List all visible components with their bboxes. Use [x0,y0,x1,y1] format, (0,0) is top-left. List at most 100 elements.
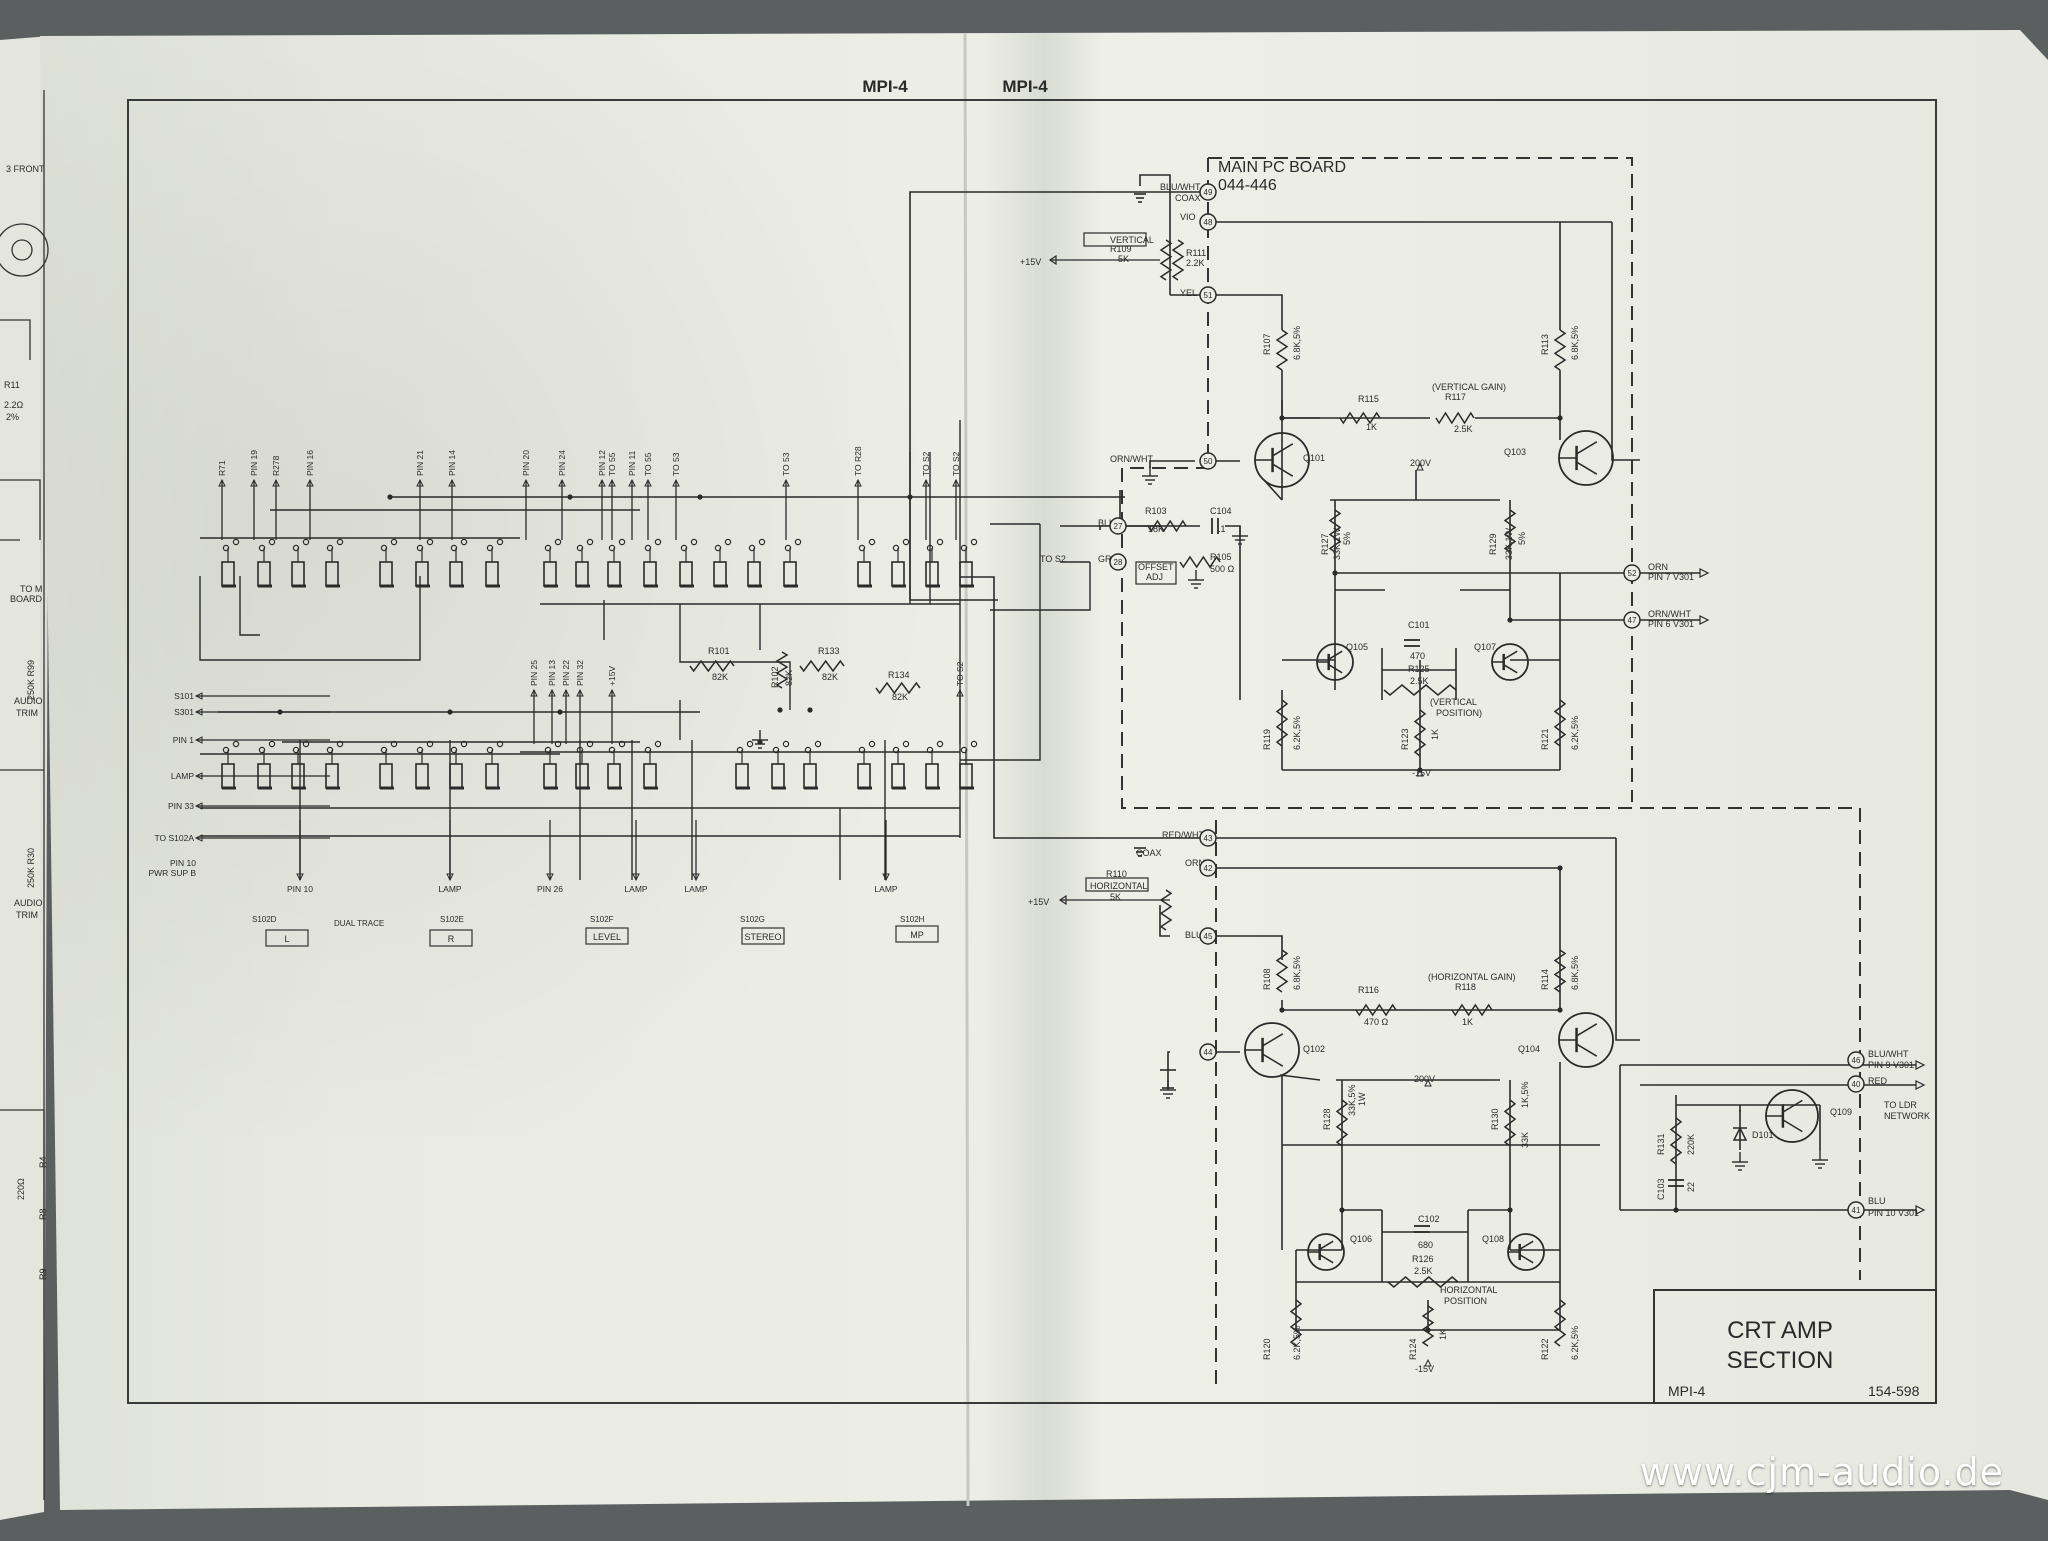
q108-transistor [1507,1233,1545,1271]
bottom-lead-1: LAMP [438,820,462,894]
top-lead-5-text: PIN 14 [447,450,457,476]
svg-text:R115: R115 [1358,394,1379,404]
mid-lead-0: PIN 25 [529,660,539,744]
svg-text:R128: R128 [1322,1108,1332,1130]
svg-text:BLU: BLU [1868,1196,1886,1206]
svg-text:2.5K: 2.5K [1454,424,1473,434]
node-44: 44 [1199,1043,1217,1061]
r103-res [1147,519,1187,533]
svg-text:R131: R131 [1656,1133,1666,1155]
node-42: 42 [1199,859,1217,877]
pc-board-title: MAIN PC BOARD [1218,159,1346,176]
q103-transistor [1558,430,1614,486]
svg-text:R134: R134 [888,670,910,680]
svg-text:BLU: BLU [1185,930,1203,940]
fold-crease [963,33,970,1507]
svg-text:C104: C104 [1210,506,1232,516]
junction-dot-6 [1279,1007,1285,1013]
junction-dot-0 [1279,415,1285,421]
r110-pot [1159,889,1173,931]
svg-text:470 Ω: 470 Ω [1364,1017,1389,1027]
left-lead-7-text: PWR SUP B [148,868,196,878]
top-lead-4: PIN 21 [415,450,425,540]
supply-arrow-1 [1416,768,1424,777]
r120-res [1289,1299,1303,1347]
top-lead-9: TO 55 [607,452,617,540]
svg-text:R133: R133 [818,646,840,656]
output-arrow-4 [1915,1205,1926,1215]
mid-lead-2-text: PIN 22 [561,660,571,686]
svg-text:R110: R110 [1106,869,1127,879]
mid-lead-1-text: PIN 13 [547,660,557,686]
bottom-lead-5: LAMP [874,820,898,894]
top-lead-1-text: PIN 19 [249,450,259,476]
top-bank-a-switch [449,538,468,588]
svg-text:R118: R118 [1455,982,1476,992]
svg-text:18K: 18K [1148,524,1164,534]
left-lead-3-text: LAMP [171,771,194,781]
svg-text:MP: MP [910,930,924,940]
svg-text:PIN 6 V301: PIN 6 V301 [1648,619,1694,629]
left-lead-0-text: S101 [174,691,194,701]
node-40-text: 40 [1852,1080,1861,1089]
top-bank-b-switch [679,538,698,588]
q106-transistor [1307,1233,1345,1271]
r123-res [1413,709,1427,757]
q102-ground [1160,1080,1176,1099]
bottom-lead-1-text: LAMP [438,884,461,894]
node-27-text: 27 [1114,522,1123,531]
svg-text:2%: 2% [6,412,19,422]
r115-res [1339,411,1381,425]
svg-text:POSITION): POSITION) [1436,708,1482,718]
svg-text:OFFSET: OFFSET [1138,562,1174,572]
left-lead-3: LAMP [171,771,330,781]
q109-ground [1812,1150,1828,1169]
c101-cap [1404,639,1420,647]
top-lead-11-text: TO 55 [643,452,653,476]
top-lead-14-text: TO R28 [853,446,863,476]
svg-text:200V: 200V [1410,458,1431,468]
svg-text:5%: 5% [1342,532,1352,545]
svg-text:R130: R130 [1490,1108,1500,1130]
svg-text:R114: R114 [1540,969,1550,990]
q105-transistor [1316,643,1354,681]
r102-res [775,651,789,689]
r128-res [1335,1099,1349,1147]
svg-text:470: 470 [1410,651,1425,661]
svg-text:C103: C103 [1656,1178,1666,1200]
svg-text:S102D: S102D [252,915,277,924]
svg-text:5%: 5% [1517,532,1527,545]
top-bank-a-switch [325,538,344,588]
low-bank-c-switch [735,740,754,790]
svg-text:Q105: Q105 [1346,642,1368,652]
svg-text:33K: 33K [1520,1132,1530,1148]
svg-text:BOARD: BOARD [10,594,43,604]
svg-text:Q107: Q107 [1474,642,1496,652]
low-bank-a-switch [415,740,434,790]
mid-lead-3: PIN 32 [575,660,585,744]
svg-text:R126: R126 [1412,1254,1434,1264]
header-right: MPI-4 [1002,77,1048,96]
svg-text:1K: 1K [1430,729,1440,740]
svg-text:L: L [284,934,289,944]
junction-dot-15 [387,494,393,500]
svg-text:Q101: Q101 [1303,453,1325,463]
mid-lead-5-text: TO S2 [955,661,965,686]
svg-text:82K: 82K [822,672,838,682]
svg-text:R101: R101 [708,646,730,656]
d101-ground [1732,1152,1748,1171]
svg-text:R122: R122 [1540,1338,1550,1360]
top-lead-12: TO 53 [671,452,681,540]
top-bank-b-switch [783,538,802,588]
left-lead-2: PIN 1 [173,735,330,745]
mid-lead-4: +15V [607,666,617,744]
top-lead-0: R71 [217,460,227,540]
svg-text:R107: R107 [1262,333,1272,355]
svg-text:R119: R119 [1262,729,1272,750]
junction-dot-21 [807,707,813,713]
top-lead-3-text: PIN 16 [305,450,315,476]
top-lead-2: R278 [271,455,281,540]
r113-res [1553,329,1567,371]
mid-lead-0-text: PIN 25 [529,660,539,686]
svg-text:6.2K,5%: 6.2K,5% [1570,1326,1580,1360]
